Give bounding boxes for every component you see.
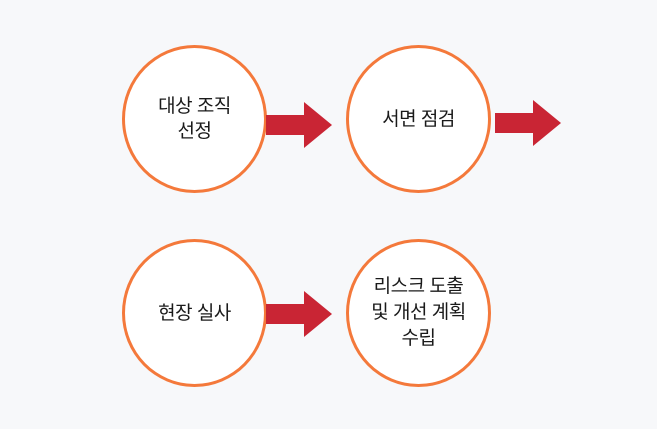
right-arrow-icon bbox=[266, 102, 332, 148]
step-circle-document-check: 서면 점검 bbox=[346, 45, 491, 193]
step-label-line: 수립 bbox=[401, 328, 436, 349]
step-label-line: 서면 점검 bbox=[382, 108, 455, 130]
step-circle-site-inspection: 현장 실사 bbox=[122, 239, 267, 387]
step-label-site-inspection: 현장 실사 bbox=[158, 301, 231, 326]
right-arrow-icon bbox=[266, 291, 332, 337]
step-label-target-org-selection: 대상 조직 선정 bbox=[158, 94, 231, 144]
step-circle-target-org-selection: 대상 조직 선정 bbox=[122, 45, 267, 193]
step-label-line: 리스크 도출 bbox=[373, 276, 464, 297]
step-label-risk-improvement-plan: 리스크 도출 및 개선 계획 수립 bbox=[371, 274, 466, 352]
step-label-line: 선정 bbox=[177, 121, 212, 142]
step-label-document-check: 서면 점검 bbox=[382, 107, 455, 132]
step-label-line: 현장 실사 bbox=[158, 302, 231, 324]
step-circle-risk-improvement-plan: 리스크 도출 및 개선 계획 수립 bbox=[346, 239, 491, 387]
right-arrow-icon bbox=[495, 100, 561, 146]
step-label-line: 및 개선 계획 bbox=[371, 302, 466, 323]
step-label-line: 대상 조직 bbox=[158, 96, 231, 117]
